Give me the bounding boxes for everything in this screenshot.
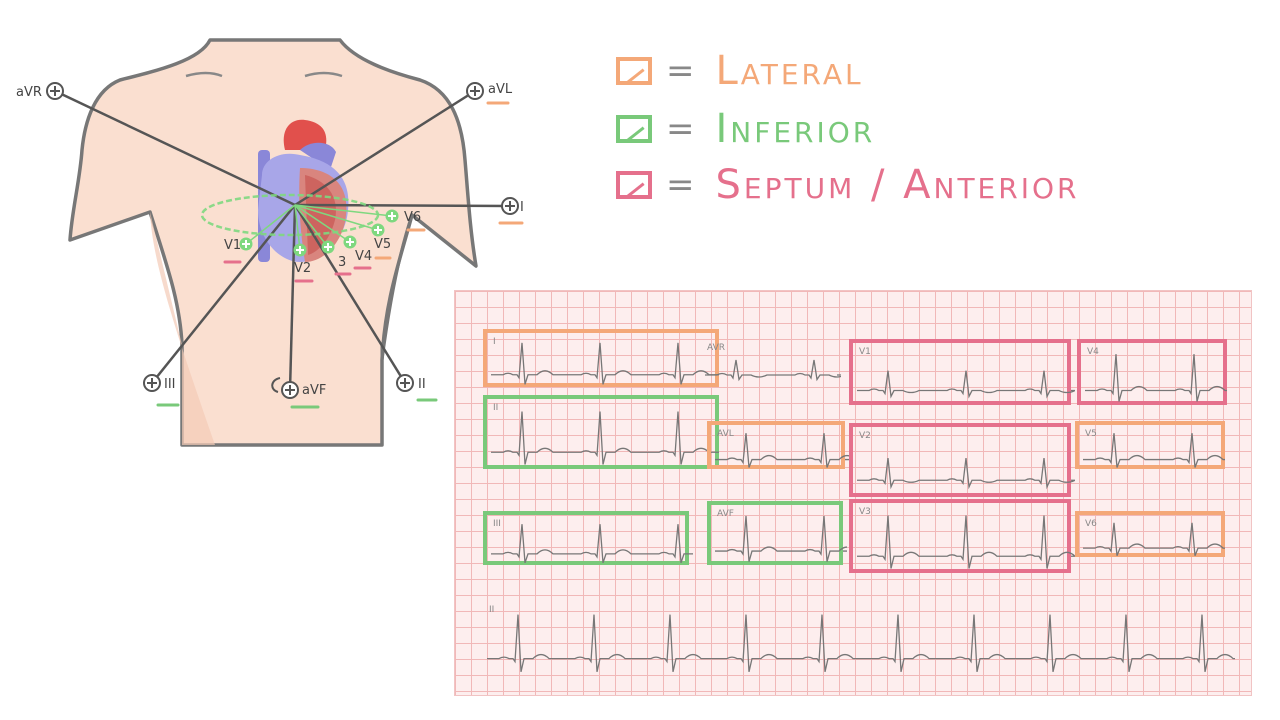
ecg-lead-avl: AVL — [707, 421, 849, 469]
ecg-lead-label: I — [493, 337, 496, 347]
legend-swatch-lateral — [616, 57, 652, 85]
ecg-waveform — [491, 411, 719, 465]
chest-lead-diagram: aVR aVL I III aVF II V1 V2 3 V4 V5 V6 — [16, 38, 524, 447]
ecg-lead-v4: V4 — [1077, 339, 1227, 405]
ecg-waveform — [491, 524, 693, 563]
legend-equals: = — [666, 109, 698, 149]
ecg-waveform — [491, 342, 719, 385]
lead-label-v4: V4 — [355, 249, 372, 264]
ecg-lead-label: II — [493, 403, 499, 413]
ecg-trace — [1083, 522, 1225, 556]
lead-label-avl: aVL — [488, 82, 513, 97]
ecg-lead-label: AVF — [717, 509, 734, 519]
ecg-lead-label: II — [489, 605, 495, 615]
lead-label-v6: V6 — [404, 210, 421, 225]
lead-label-avr: aVR — [16, 85, 42, 100]
legend-swatch-anterior — [616, 171, 652, 199]
ecg-waveform — [487, 614, 1235, 672]
lead-label-i: I — [520, 200, 524, 215]
ecg-waveform — [857, 515, 1075, 569]
ecg-trace — [715, 433, 849, 468]
ecg-lead-ii: II — [483, 395, 719, 469]
ecg-waveform — [1083, 433, 1225, 468]
ecg-lead-label: V5 — [1085, 429, 1097, 439]
ecg-trace — [857, 370, 1075, 399]
ecg-lead-label: V6 — [1085, 519, 1097, 529]
ecg-lead-label: V1 — [859, 347, 871, 357]
ecg-trace — [487, 614, 1235, 672]
ecg-lead-label: AVR — [707, 343, 725, 353]
ecg-waveform — [857, 458, 1075, 490]
ecg-waveform — [715, 433, 849, 468]
ecg-lead-ii-rhythm: II — [483, 601, 1239, 681]
legend-inferior: = Inferior — [616, 106, 875, 152]
legend-label-anterior: Septum / Anterior — [715, 162, 1080, 208]
legend-label-lateral: Lateral — [715, 48, 864, 94]
ecg-trace — [857, 458, 1075, 490]
ecg-lead-label: V4 — [1087, 347, 1099, 357]
lead-label-ii: II — [418, 377, 426, 392]
ecg-lead-v6: V6 — [1075, 511, 1225, 557]
ecg-waveform — [1083, 522, 1225, 556]
lead-label-avf: aVF — [302, 383, 326, 398]
ecg-lead-avr: AVR — [701, 339, 841, 389]
ecg-lead-label: III — [493, 519, 501, 529]
legend-equals: = — [666, 51, 698, 91]
ecg-trace — [491, 524, 693, 563]
legend-lateral: = Lateral — [616, 48, 864, 94]
legend-label-inferior: Inferior — [715, 106, 876, 152]
ecg-waveform — [857, 370, 1075, 399]
lead-label-v1: V1 — [224, 238, 241, 253]
lead-label-v5: V5 — [374, 237, 391, 252]
lead-label-v2: V2 — [294, 261, 311, 276]
ecg-lead-label: V3 — [859, 507, 871, 517]
ecg-trace — [705, 359, 841, 382]
legend-swatch-inferior — [616, 115, 652, 143]
ecg-lead-v2: V2 — [849, 423, 1075, 497]
ecg-lead-v1: V1 — [849, 339, 1075, 405]
ecg-trace — [1083, 433, 1225, 468]
ecg-lead-v3: V3 — [849, 499, 1075, 573]
ecg-lead-avf: AVF — [707, 501, 847, 565]
ecg-lead-v5: V5 — [1075, 421, 1225, 469]
ecg-waveform — [1085, 354, 1227, 402]
lead-label-v3: 3 — [338, 255, 346, 270]
lead-label-iii: III — [164, 377, 176, 392]
ecg-trace — [857, 515, 1075, 569]
ecg-lead-label: AVL — [717, 429, 734, 439]
ecg-lead-i: I — [483, 329, 719, 387]
ecg-lead-iii: III — [483, 511, 693, 565]
ecg-waveform — [705, 359, 841, 382]
ecg-trace — [491, 411, 719, 465]
ecg-waveform — [715, 515, 847, 562]
legend-anterior: = Septum / Anterior — [616, 162, 1079, 208]
ecg-trace — [715, 515, 847, 562]
ecg-trace — [1085, 354, 1227, 402]
legend-equals: = — [666, 165, 698, 205]
ecg-lead-label: V2 — [859, 431, 871, 441]
ecg-trace — [491, 342, 719, 385]
